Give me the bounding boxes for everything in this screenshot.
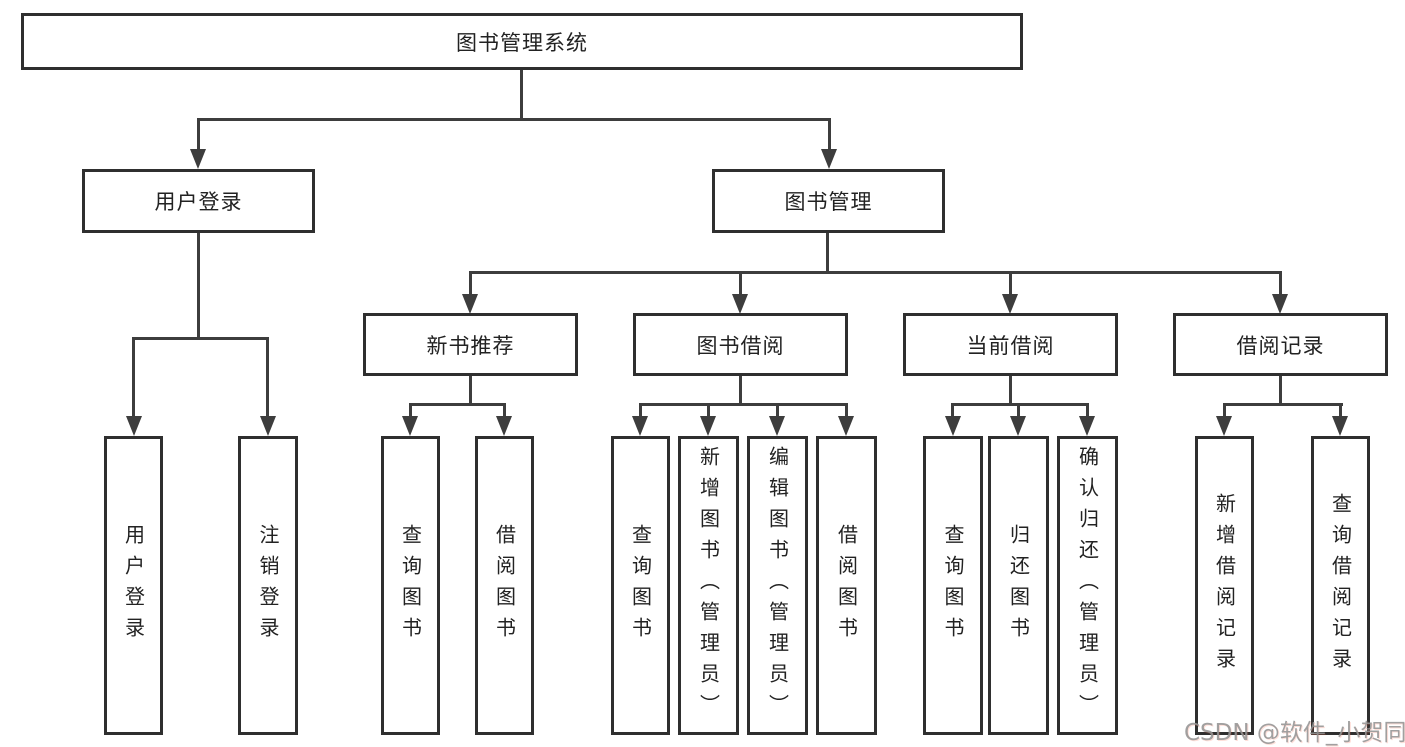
connector-stem-cb-confirm — [1086, 403, 1089, 418]
arrowhead-bb-borrow — [838, 416, 854, 436]
arrowhead-rec-borrow — [496, 416, 512, 436]
leaf-user-login-label: 用户登录 — [121, 523, 146, 648]
node-book-borrow-label: 图书借阅 — [696, 333, 785, 358]
connector-br-down — [1279, 376, 1282, 406]
arrowhead-br-add — [1216, 416, 1232, 436]
node-user-login-label: 用户登录 — [154, 190, 243, 214]
connector-stem-rec-borrow — [503, 403, 506, 418]
node-new-book-rec: 新书推荐 — [363, 313, 578, 376]
arrowhead-bookborrow — [732, 294, 748, 314]
connector-stem-borrowrecords — [1279, 271, 1282, 297]
node-book-mgmt: 图书管理 — [712, 169, 945, 233]
leaf-cb-query-books: 查询图书 — [923, 436, 983, 735]
leaf-rec-query-books-label: 查询图书 — [398, 523, 423, 648]
connector-root-trunk — [520, 70, 523, 121]
node-borrow-records-label: 借阅记录 — [1236, 333, 1325, 358]
leaf-cb-confirm-return-admin: 确认归还（管理员） — [1057, 436, 1118, 735]
arrowhead-currentborrow — [1002, 294, 1018, 314]
arrowhead-br-query — [1332, 416, 1348, 436]
leaf-cb-return-books: 归还图书 — [988, 436, 1049, 735]
arrowhead-cb-query — [945, 416, 961, 436]
arrowhead-bb-add — [700, 416, 716, 436]
leaf-br-query-record: 查询借阅记录 — [1311, 436, 1370, 735]
connector-l1-horizontal — [197, 118, 831, 121]
node-borrow-records: 借阅记录 — [1173, 313, 1388, 376]
connector-stem-bb-edit — [776, 403, 779, 418]
node-book-borrow: 图书借阅 — [633, 313, 848, 376]
arrowhead-user-login — [190, 149, 206, 169]
leaf-cb-query-books-label: 查询图书 — [941, 523, 965, 648]
leaf-cb-confirm-return-admin-label: 确认归还（管理员） — [1075, 446, 1100, 725]
connector-stem-br-add — [1223, 403, 1226, 418]
connector-stem-bb-add — [707, 403, 710, 418]
connector-bb-split — [639, 403, 848, 406]
leaf-bb-edit-books-admin-label: 编辑图书（管理员） — [765, 446, 790, 725]
watermark: CSDN @软件_小贺同学 — [1184, 720, 1405, 746]
connector-stem-leaf-userlogin — [132, 337, 135, 419]
node-book-mgmt-label: 图书管理 — [784, 190, 873, 214]
leaf-logout: 注销登录 — [238, 436, 298, 735]
node-user-login: 用户登录 — [82, 169, 315, 233]
leaf-rec-query-books: 查询图书 — [381, 436, 440, 735]
connector-bookmgmt-down — [826, 233, 829, 274]
connector-userlogin-down — [197, 233, 200, 340]
arrowhead-bb-edit — [769, 416, 785, 436]
arrowhead-cb-return — [1010, 416, 1026, 436]
leaf-user-login: 用户登录 — [104, 436, 163, 735]
connector-stem-br-query — [1339, 403, 1342, 418]
leaf-bb-query-books-label: 查询图书 — [628, 523, 653, 648]
connector-stem-leaf-logout — [266, 337, 269, 419]
arrowhead-newbookrec — [462, 294, 478, 314]
leaf-bb-query-books: 查询图书 — [611, 436, 670, 735]
connector-stem-book-mgmt — [828, 118, 831, 152]
arrowhead-rec-query — [402, 416, 418, 436]
leaf-br-query-record-label: 查询借阅记录 — [1328, 492, 1353, 679]
node-current-borrow: 当前借阅 — [903, 313, 1118, 376]
connector-stem-cb-return — [1017, 403, 1020, 418]
connector-rec-down — [469, 376, 472, 406]
connector-stem-newbookrec — [469, 271, 472, 297]
node-current-borrow-label: 当前借阅 — [966, 333, 1055, 358]
connector-br-split — [1223, 403, 1343, 406]
arrowhead-book-mgmt — [821, 149, 837, 169]
connector-stem-bookborrow — [739, 271, 742, 297]
connector-stem-cb-query — [951, 403, 954, 418]
leaf-bb-edit-books-admin: 编辑图书（管理员） — [747, 436, 808, 735]
leaf-bb-borrow-books: 借阅图书 — [816, 436, 877, 735]
connector-l2-horizontal — [469, 271, 1282, 274]
connector-stem-currentborrow — [1009, 271, 1012, 297]
leaf-bb-borrow-books-label: 借阅图书 — [834, 523, 859, 648]
arrowhead-leaf-logout — [260, 416, 276, 436]
leaf-rec-borrow-books: 借阅图书 — [475, 436, 534, 735]
connector-stem-rec-query — [409, 403, 412, 418]
node-root-label: 图书管理系统 — [456, 30, 588, 55]
connector-rec-split — [409, 403, 506, 406]
leaf-logout-label: 注销登录 — [256, 523, 280, 648]
connector-bb-down — [739, 376, 742, 406]
connector-cb-split — [951, 403, 1089, 406]
leaf-bb-add-books-admin: 新增图书（管理员） — [678, 436, 739, 735]
connector-stem-bb-query — [639, 403, 642, 418]
connector-userlogin-split — [132, 337, 269, 340]
leaf-br-add-record: 新增借阅记录 — [1195, 436, 1254, 735]
node-root: 图书管理系统 — [21, 13, 1023, 70]
arrowhead-borrowrecords — [1272, 294, 1288, 314]
arrowhead-cb-confirm — [1079, 416, 1095, 436]
arrowhead-bb-query — [632, 416, 648, 436]
connector-cb-down — [1009, 376, 1012, 406]
leaf-cb-return-books-label: 归还图书 — [1006, 523, 1031, 648]
leaf-br-add-record-label: 新增借阅记录 — [1212, 492, 1237, 679]
node-new-book-rec-label: 新书推荐 — [426, 333, 515, 358]
connector-stem-user-login — [197, 118, 200, 152]
leaf-rec-borrow-books-label: 借阅图书 — [492, 523, 517, 648]
arrowhead-leaf-userlogin — [126, 416, 142, 436]
leaf-bb-add-books-admin-label: 新增图书（管理员） — [696, 446, 721, 725]
connector-stem-bb-borrow — [845, 403, 848, 418]
